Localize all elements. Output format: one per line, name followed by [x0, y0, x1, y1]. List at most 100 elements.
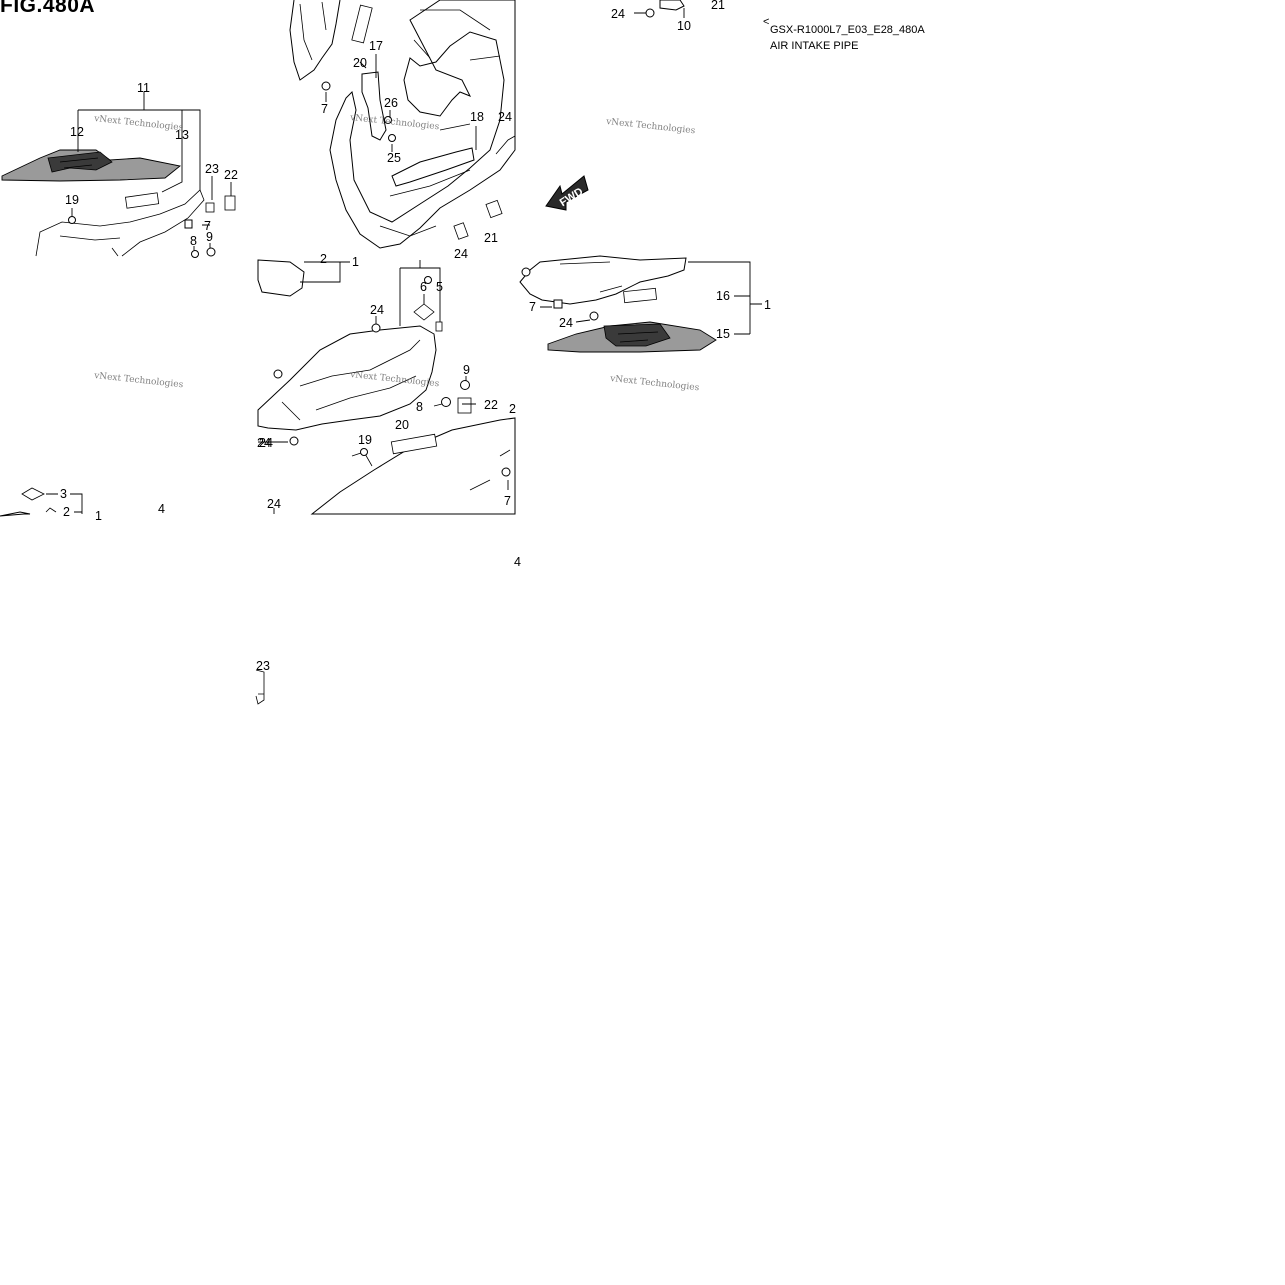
upper-cowl-left [289, 0, 341, 81]
air-duct-main [329, 0, 516, 249]
panel-top-middle [289, 0, 516, 249]
callout-1-b: 1 [764, 298, 771, 312]
figure-meta: GSX-R1000L7_E03_E28_480A AIR INTAKE PIPE [770, 22, 925, 54]
screw-right-top [521, 267, 531, 277]
callout-24-f: 24 [259, 436, 273, 450]
label-20-middle [390, 433, 438, 455]
callout-15: 15 [716, 327, 730, 341]
leaders-middle [258, 316, 509, 490]
page-marker: 4 [514, 555, 521, 569]
callout-24-e: 24 [559, 316, 573, 330]
callout-23-a: 23 [205, 162, 219, 176]
bracket-1-bottom-left [46, 493, 83, 514]
label-6-diamond [413, 303, 435, 321]
callout-26: 26 [384, 96, 398, 110]
fragment-bottom-left [0, 511, 31, 517]
callout-16: 16 [716, 289, 730, 303]
nut-7-right [553, 299, 563, 309]
callout-7-c: 7 [529, 300, 536, 314]
callout-9-b: 9 [463, 363, 470, 377]
cowl-left-outline [35, 189, 205, 257]
callout-9-a: 9 [206, 230, 213, 244]
figure-code: GSX-R1000L7_E03_E28_480A [770, 24, 925, 36]
bolt-9-left [206, 247, 216, 257]
label-22-left [224, 195, 236, 211]
panel-top-left [1, 92, 236, 258]
callout-20-b: 20 [395, 418, 409, 432]
callout-6: 6 [420, 280, 427, 294]
panel-middle [0, 259, 516, 705]
callout-21-a: 21 [711, 0, 725, 12]
label-16 [623, 287, 657, 304]
callout-22-b: 22 [484, 398, 498, 412]
clip-top-middle [424, 276, 432, 284]
callout-7-a: 7 [321, 102, 328, 116]
watermark-6: vNext Technologies [349, 113, 440, 132]
callout-1-a: 1 [352, 255, 359, 269]
callout-24-d: 24 [370, 303, 384, 317]
callout-13: 13 [175, 128, 189, 142]
label-21-top [485, 199, 503, 219]
upper-cowl-left-inner [299, 1, 327, 61]
screw-24-right [589, 311, 599, 321]
label-22-middle [457, 397, 472, 414]
nut-7-middle [501, 467, 511, 477]
screw-26 [384, 116, 392, 124]
decal-left-inner [59, 157, 99, 169]
screw-24-middle [371, 323, 381, 333]
callout-19-a: 19 [65, 193, 79, 207]
figure-subtitle: AIR INTAKE PIPE [770, 40, 859, 52]
leaders-top-middle [325, 54, 477, 152]
callout-22-a: 22 [224, 168, 238, 182]
callout-24-c: 24 [454, 247, 468, 261]
bracket-1-middle [300, 261, 350, 283]
callout-8-b: 8 [416, 400, 423, 414]
cowl-right-outline [519, 255, 687, 305]
under-cowl-inner [281, 339, 421, 421]
callout-7-b: 7 [204, 219, 211, 233]
callout-5: 5 [436, 280, 443, 294]
watermark-3: vNext Technologies [93, 371, 184, 390]
bolt-9-middle [460, 380, 470, 390]
fairing-bottom-right [659, 0, 685, 11]
cowl-fragment-left [257, 259, 305, 297]
fragment-2-bottom [45, 507, 57, 513]
label-5 [435, 321, 443, 332]
label-21-top-2 [453, 222, 469, 240]
fragment-23-bottom [255, 669, 265, 705]
callout-17: 17 [369, 39, 383, 53]
diamond-3 [21, 487, 45, 501]
callout-12: 12 [70, 125, 84, 139]
callout-numbers: 24 10 21 17 20 7 26 25 18 24 21 24 11 12… [60, 0, 771, 673]
callout-2-b: 2 [509, 402, 516, 416]
callout-10: 10 [677, 19, 691, 33]
fwd-arrow [545, 175, 589, 211]
bracket-4-middle [399, 260, 441, 326]
callout-24-g: 24 [257, 436, 271, 450]
leader-10 [634, 8, 685, 18]
decal-right-inner [617, 331, 659, 343]
decal-left-r-logo [47, 151, 113, 173]
under-cowl-main [257, 325, 437, 431]
callout-24-h: 24 [267, 497, 281, 511]
watermark-2: vNext Technologies [605, 117, 696, 136]
screw-middle-left [273, 369, 283, 379]
callout-21-b: 21 [484, 231, 498, 245]
bracket-right-24 [495, 135, 516, 155]
callout-2-a: 2 [320, 252, 327, 266]
nut-7-top [321, 81, 331, 91]
cowl-left-inner [59, 235, 121, 257]
callout-24-a: 24 [611, 7, 625, 21]
cowl-right-inner [559, 261, 623, 293]
watermark-5: vNext Technologies [609, 374, 700, 393]
callout-20-a: 20 [353, 56, 367, 70]
callout-8-a: 8 [190, 234, 197, 248]
grommet-8-middle [441, 397, 451, 407]
screw-19-left [68, 216, 76, 224]
code-tick-mark: < [763, 16, 770, 28]
air-duct-inner [379, 9, 501, 237]
figure-title: FIG.480A [0, 0, 96, 17]
callout-4-a: 4 [158, 502, 165, 516]
callout-3: 3 [60, 487, 67, 501]
callout-18: 18 [470, 110, 484, 124]
